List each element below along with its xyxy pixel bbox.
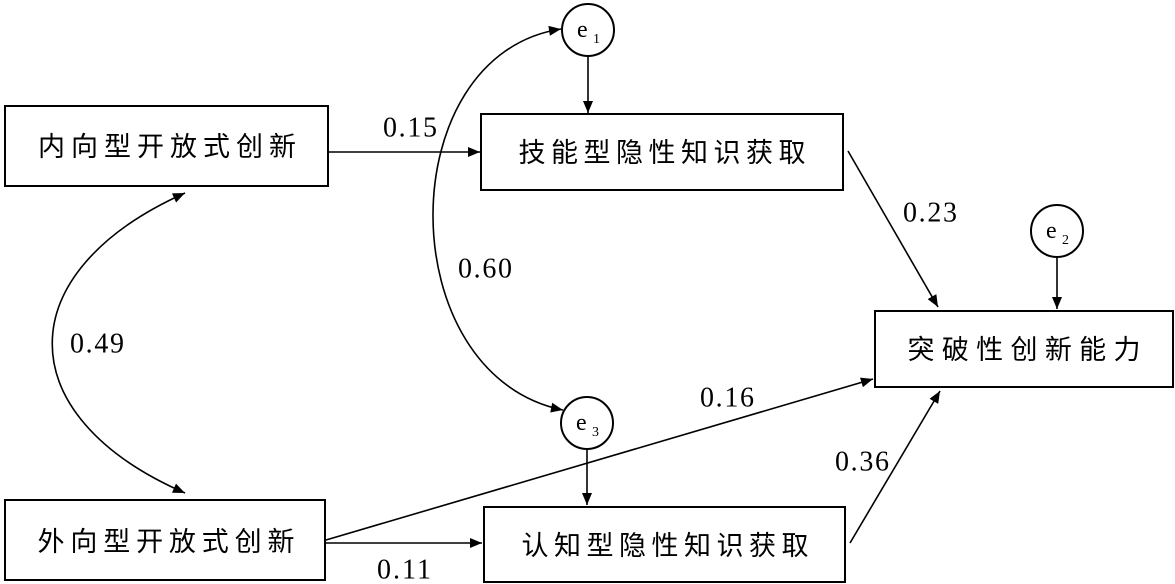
- node-box: [480, 113, 844, 191]
- node-box: [4, 499, 326, 581]
- error-circle: [560, 396, 614, 450]
- node-skill-tacit-knowledge: 技能型隐性知识获取: [480, 113, 844, 191]
- node-label: 突破性创新能力: [908, 335, 1141, 365]
- error-symbol: e: [576, 410, 587, 436]
- coef-e1-e3-correlation: 0.60: [458, 254, 512, 285]
- error-circle: [561, 3, 615, 57]
- node-cognitive-tacit-knowledge: 认知型隐性知识获取: [483, 506, 846, 583]
- arrow-outward-to-radical: [325, 377, 874, 541]
- node-outward-open-innovation: 外向型开放式创新: [4, 499, 326, 581]
- error-circle: [1030, 204, 1084, 258]
- node-radical-innovation: 突破性创新能力: [874, 310, 1174, 388]
- node-box: [4, 105, 329, 187]
- coef-skill-to-radical: 0.23: [903, 198, 957, 229]
- arrow-cognitive-to-radical: [849, 390, 941, 544]
- curve-inward-outward-correlation: [51, 192, 186, 494]
- error-symbol: e: [577, 17, 588, 43]
- arrow-skill-to-radical: [847, 150, 939, 308]
- node-label: 认知型隐性知识获取: [522, 531, 809, 561]
- node-box: [874, 310, 1174, 388]
- error-index: 2: [1062, 233, 1069, 248]
- node-box: [483, 506, 846, 583]
- coef-inward-outward-correlation: 0.49: [70, 329, 124, 360]
- error-index: 1: [593, 32, 600, 47]
- curve-e1-e3-correlation: [432, 25, 564, 413]
- coef-inward-to-skill: 0.15: [383, 113, 437, 144]
- node-label: 技能型隐性知识获取: [519, 138, 806, 168]
- error-index: 3: [592, 425, 599, 440]
- coef-cognitive-to-radical: 0.36: [835, 447, 889, 478]
- error-symbol: e: [1046, 218, 1057, 244]
- node-inward-open-innovation: 内向型开放式创新: [4, 105, 329, 187]
- coef-outward-to-radical: 0.16: [700, 383, 754, 414]
- coef-outward-to-cognitive: 0.11: [377, 555, 431, 584]
